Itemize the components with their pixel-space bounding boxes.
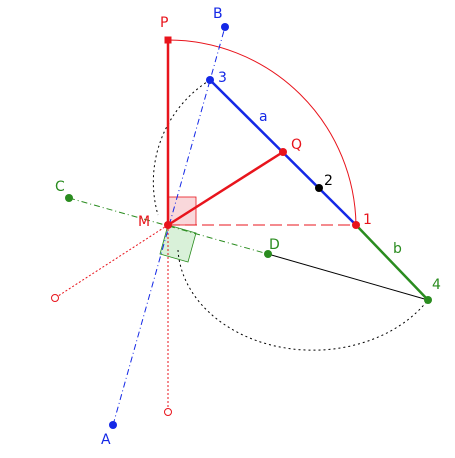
point-2[interactable]	[315, 184, 323, 192]
point-a[interactable]	[109, 421, 117, 429]
label-2: 2	[324, 173, 333, 189]
label-a-point: A	[101, 432, 111, 448]
point-d[interactable]	[264, 250, 272, 258]
dotted-line-diagonal	[54, 224, 169, 299]
label-p: P	[160, 15, 168, 31]
point-open-bottom[interactable]	[164, 408, 172, 416]
point-b[interactable]	[221, 23, 229, 31]
line-ab	[112, 26, 226, 426]
right-angle-marker-green	[159, 224, 197, 263]
circle-arc-dotted-upper	[152, 79, 211, 216]
label-c: C	[55, 179, 65, 195]
point-1[interactable]	[352, 221, 360, 229]
line-cd	[68, 197, 269, 255]
point-m[interactable]	[164, 221, 172, 229]
segment-mq	[167, 150, 284, 227]
segment-b	[355, 224, 429, 301]
line-d4	[267, 253, 429, 301]
label-m: M	[138, 214, 150, 230]
point-open-left[interactable]	[51, 294, 59, 302]
circle-arc-dotted-lower	[177, 249, 429, 351]
circle-arc-red	[167, 39, 357, 226]
label-a: a	[259, 109, 268, 125]
label-b: B	[213, 6, 223, 22]
point-4[interactable]	[424, 296, 432, 304]
point-c[interactable]	[65, 194, 73, 202]
label-4: 4	[432, 277, 441, 293]
point-p[interactable]	[164, 36, 172, 44]
label-1: 1	[363, 212, 372, 228]
label-3: 3	[218, 70, 227, 86]
label-d: D	[269, 237, 280, 253]
point-q[interactable]	[279, 148, 287, 156]
label-q: Q	[291, 137, 302, 153]
label-b-segment: b	[393, 241, 402, 257]
point-3[interactable]	[206, 76, 214, 84]
